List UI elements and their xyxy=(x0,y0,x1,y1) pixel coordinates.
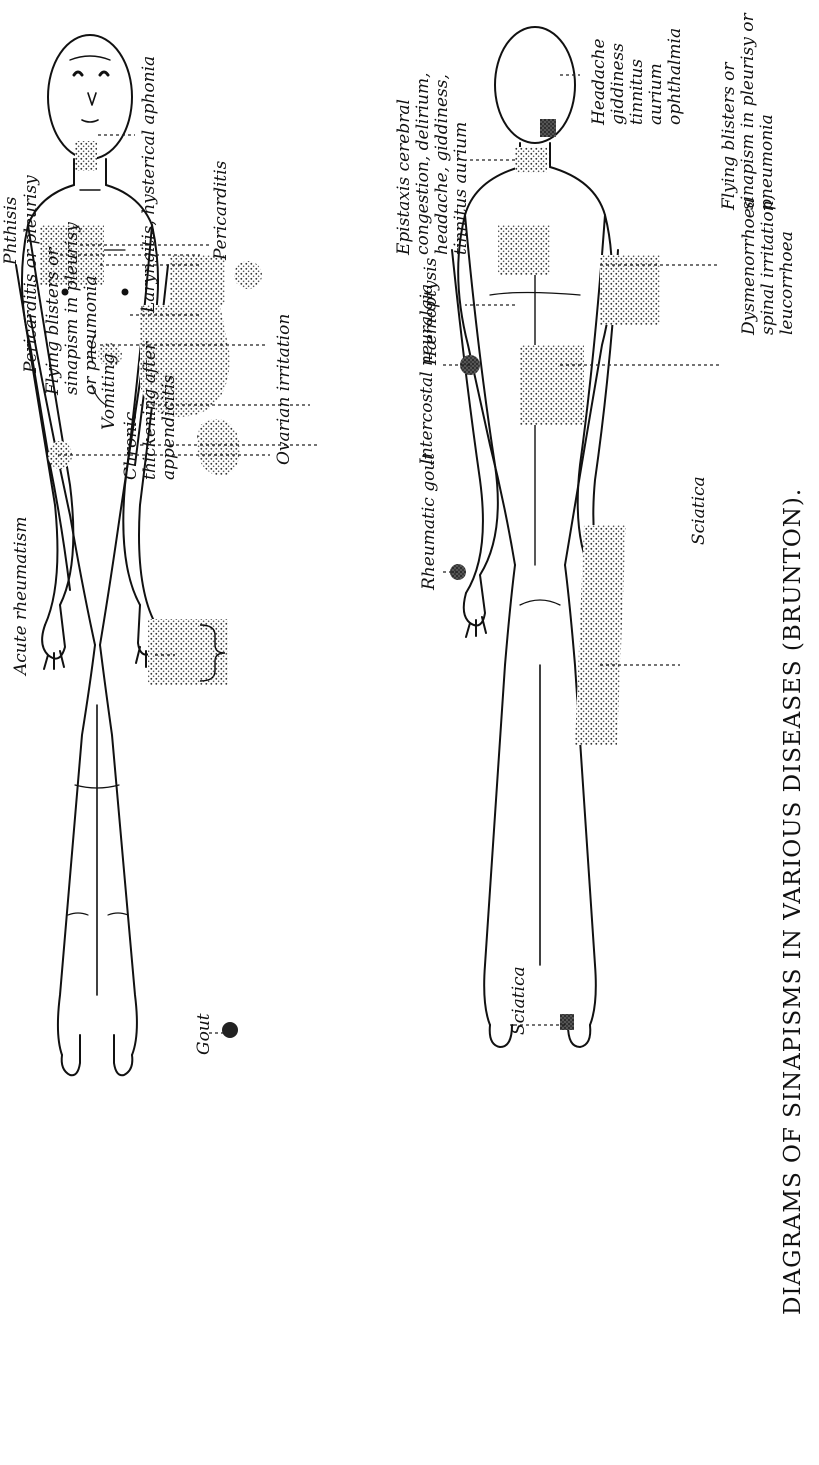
patch-nape xyxy=(540,119,556,137)
back-patches xyxy=(450,119,660,1030)
patch-throat xyxy=(75,141,97,171)
patch-between-shoulders xyxy=(498,225,550,275)
back-head xyxy=(495,27,575,143)
back-leaders xyxy=(440,75,720,1025)
plate-caption: DIAGRAMS OF SINAPISMS IN VARIOUS DISEASE… xyxy=(780,488,806,1315)
patch-right-chest xyxy=(170,255,225,305)
label-epistaxis: Epistaxis cerebral congestion, delirium,… xyxy=(395,55,471,255)
front-figure xyxy=(16,35,202,1075)
patch-appendix xyxy=(197,419,240,475)
label-dysmenorrhoea: Dysmenorrhoea spinal irritation, leucorr… xyxy=(740,155,797,335)
label-ovarian-irritation: Ovarian irritation xyxy=(275,314,294,465)
label-rheumatic-gout: Rheumatic gout xyxy=(420,453,439,590)
patch-sciatica-thigh xyxy=(575,525,626,745)
label-phthisis: Phthisis xyxy=(2,197,21,266)
label-chronic-thickening: Chronic thickening after appendicitis xyxy=(122,340,179,480)
label-sciatica-lower: Sciatica xyxy=(510,966,529,1035)
patch-pericarditis-spot xyxy=(234,261,262,289)
patch-knee xyxy=(148,619,228,685)
label-vomiting: Vomiting xyxy=(100,353,119,430)
label-gout: Gout xyxy=(195,1013,214,1055)
label-pericarditis-pleurisy: Pericarditis or pleurisy xyxy=(22,175,41,373)
label-sciatica-upper: Sciatica xyxy=(690,476,709,545)
label-pericarditis: Pericarditis xyxy=(212,161,231,260)
label-headache: Headache giddiness tinnitus aurium ophth… xyxy=(590,0,685,125)
label-laryngitis: Laryngitis, hysterical aphonia xyxy=(140,173,159,313)
patch-sciatica-ankle xyxy=(560,1014,574,1030)
label-flying-blisters-front: Flying blisters or sinapism in pleurisy … xyxy=(44,215,101,395)
patch-gout xyxy=(222,1022,238,1038)
patch-neck xyxy=(515,147,547,173)
label-intercostal-neuralgia: Intercostal neuralgia xyxy=(418,284,437,465)
patch-lumbar xyxy=(520,345,584,425)
label-acute-rheumatism: Acute rheumatism xyxy=(12,517,31,676)
